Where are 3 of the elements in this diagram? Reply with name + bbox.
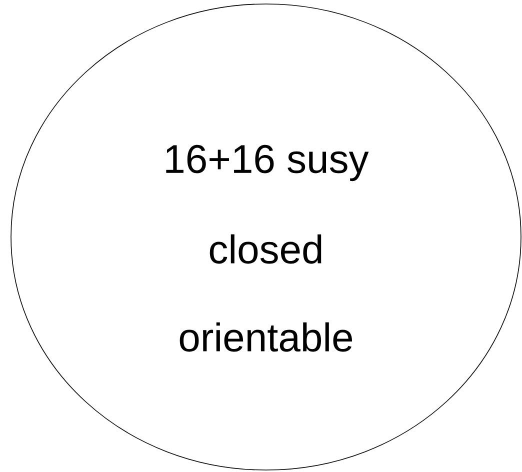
node-text: orientable — [180, 322, 352, 352]
node-text: closed — [210, 234, 322, 264]
node-text: 16+16 susy — [166, 144, 369, 182]
